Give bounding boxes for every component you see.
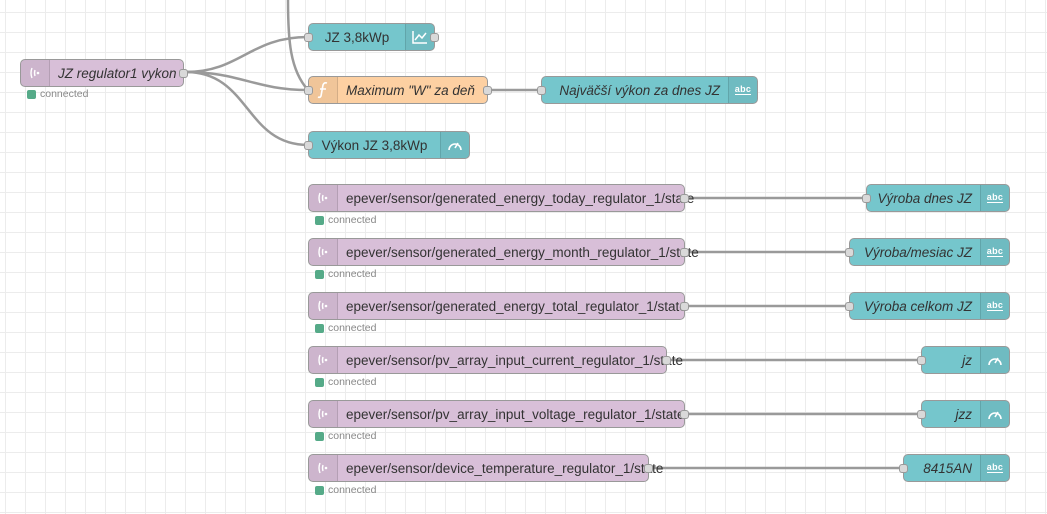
wire-top-in-to-fn xyxy=(286,0,309,91)
node-label: jzz xyxy=(955,406,973,422)
gauge-node-vykon-jz[interactable]: Výkon JZ 3,8kWp xyxy=(304,131,470,159)
wire-jz-to-fn xyxy=(185,70,309,92)
node-status: connected xyxy=(315,376,376,388)
mqtt-wireless-icon xyxy=(309,455,338,481)
node-status: connected xyxy=(315,484,376,496)
status-text: connected xyxy=(328,430,377,442)
text-node-vyroba-dnes[interactable]: Výroba dnes JZ abc xyxy=(862,184,1010,212)
gauge-icon xyxy=(440,132,469,158)
mqtt-in-node-input-voltage[interactable]: epever/sensor/pv_array_input_voltage_reg… xyxy=(308,400,689,428)
output-port[interactable] xyxy=(680,194,689,203)
node-label: epever/sensor/generated_energy_month_reg… xyxy=(346,244,699,260)
node-label: epever/sensor/pv_array_input_voltage_reg… xyxy=(346,406,685,422)
node-label: Maximum "W" za deň xyxy=(346,82,475,98)
input-port[interactable] xyxy=(917,356,926,365)
status-text: connected xyxy=(328,484,377,496)
abc-icon: abc xyxy=(980,185,1009,211)
status-text: connected xyxy=(328,214,377,226)
gauge-icon xyxy=(980,347,1009,373)
node-label: Výroba dnes JZ xyxy=(877,190,972,206)
output-port[interactable] xyxy=(680,410,689,419)
node-label: epever/sensor/generated_energy_today_reg… xyxy=(346,190,695,206)
status-text: connected xyxy=(40,88,89,100)
status-indicator xyxy=(315,485,324,495)
mqtt-in-node-device-temperature[interactable]: epever/sensor/device_temperature_regulat… xyxy=(308,454,663,482)
node-label: epever/sensor/generated_energy_total_reg… xyxy=(346,298,687,314)
mqtt-wireless-icon xyxy=(309,185,338,211)
input-port[interactable] xyxy=(304,86,313,95)
node-status: connected xyxy=(27,88,88,100)
node-status: connected xyxy=(315,322,376,334)
text-node-najvacsi-vykon[interactable]: Najväčší výkon za dnes JZ abc xyxy=(537,76,758,104)
chart-node-jz[interactable]: JZ 3,8kWp xyxy=(304,23,439,51)
wire-jz-to-gauge xyxy=(185,70,309,147)
output-port[interactable] xyxy=(179,69,188,78)
output-port[interactable] xyxy=(662,356,671,365)
node-label: epever/sensor/pv_array_input_current_reg… xyxy=(346,352,683,368)
mqtt-in-node-jz-regulator[interactable]: JZ regulator1 vykon xyxy=(20,59,188,87)
chart-icon xyxy=(405,24,434,50)
mqtt-in-node-energy-month[interactable]: epever/sensor/generated_energy_month_reg… xyxy=(308,238,699,266)
function-node-maximum[interactable]: Maximum "W" za deň xyxy=(304,76,492,104)
abc-icon: abc xyxy=(728,77,757,103)
mqtt-in-node-energy-total[interactable]: epever/sensor/generated_energy_total_reg… xyxy=(308,292,689,320)
input-port[interactable] xyxy=(304,33,313,42)
node-label: Výroba celkom JZ xyxy=(863,298,972,314)
input-port[interactable] xyxy=(899,464,908,473)
text-node-8415an[interactable]: 8415AN abc xyxy=(899,454,1010,482)
mqtt-wireless-icon xyxy=(309,347,338,373)
mqtt-in-node-energy-today[interactable]: epever/sensor/generated_energy_today_reg… xyxy=(308,184,694,212)
input-port[interactable] xyxy=(304,141,313,150)
node-label: Výroba/mesiac JZ xyxy=(863,244,972,260)
wire-jz-to-chart xyxy=(185,35,309,74)
abc-icon: abc xyxy=(980,455,1009,481)
node-label: 8415AN xyxy=(923,460,972,476)
abc-icon: abc xyxy=(980,293,1009,319)
mqtt-wireless-icon xyxy=(21,60,50,86)
node-label: Najväčší výkon za dnes JZ xyxy=(559,82,720,98)
text-node-vyroba-celkom[interactable]: Výroba celkom JZ abc xyxy=(845,292,1010,320)
input-port[interactable] xyxy=(845,302,854,311)
output-port[interactable] xyxy=(430,33,439,42)
function-icon xyxy=(309,77,338,103)
node-label: Výkon JZ 3,8kWp xyxy=(321,137,428,153)
status-text: connected xyxy=(328,376,377,388)
status-indicator xyxy=(315,269,324,279)
output-port[interactable] xyxy=(680,302,689,311)
status-text: connected xyxy=(328,322,377,334)
status-indicator xyxy=(315,431,324,441)
node-status: connected xyxy=(315,430,376,442)
output-port[interactable] xyxy=(483,86,492,95)
mqtt-wireless-icon xyxy=(309,293,338,319)
text-node-vyroba-mesiac[interactable]: Výroba/mesiac JZ abc xyxy=(845,238,1010,266)
gauge-node-jz[interactable]: jz xyxy=(917,346,1010,374)
input-port[interactable] xyxy=(537,86,546,95)
node-label: JZ 3,8kWp xyxy=(324,29,390,45)
status-indicator xyxy=(315,215,324,225)
node-status: connected xyxy=(315,268,376,280)
node-status: connected xyxy=(315,214,376,226)
gauge-icon xyxy=(980,401,1009,427)
status-text: connected xyxy=(328,268,377,280)
gauge-node-jzz[interactable]: jzz xyxy=(917,400,1010,428)
mqtt-wireless-icon xyxy=(309,239,338,265)
node-label: jz xyxy=(962,352,972,368)
mqtt-wireless-icon xyxy=(309,401,338,427)
status-indicator xyxy=(315,377,324,387)
status-indicator xyxy=(27,89,36,99)
input-port[interactable] xyxy=(917,410,926,419)
input-port[interactable] xyxy=(862,194,871,203)
mqtt-in-node-input-current[interactable]: epever/sensor/pv_array_input_current_reg… xyxy=(308,346,683,374)
output-port[interactable] xyxy=(680,248,689,257)
status-indicator xyxy=(315,323,324,333)
output-port[interactable] xyxy=(644,464,653,473)
input-port[interactable] xyxy=(845,248,854,257)
node-label: epever/sensor/device_temperature_regulat… xyxy=(346,460,664,476)
abc-icon: abc xyxy=(980,239,1009,265)
node-label: JZ regulator1 vykon xyxy=(58,65,177,81)
